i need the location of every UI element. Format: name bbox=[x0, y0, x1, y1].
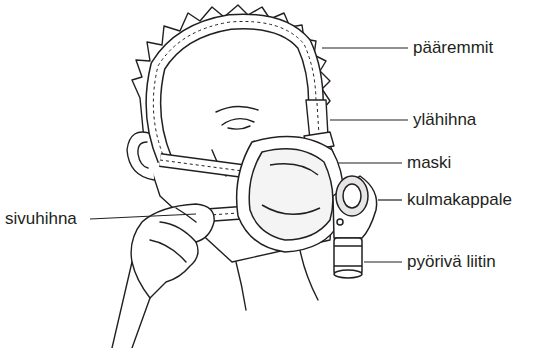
elbow-port bbox=[337, 219, 343, 225]
swivel-ridge bbox=[334, 246, 362, 266]
strap-stitching bbox=[317, 103, 319, 135]
neck-line bbox=[236, 262, 246, 310]
mask-rib bbox=[270, 164, 318, 175]
mask-rib bbox=[262, 205, 320, 214]
leader-line bbox=[338, 162, 402, 163]
finger-line bbox=[150, 240, 186, 262]
leader-line bbox=[378, 199, 402, 200]
elbow-ring-inner bbox=[343, 184, 361, 208]
arm-line bbox=[112, 262, 150, 348]
part-label: kulmakappale bbox=[406, 190, 513, 210]
part-label: maski bbox=[406, 153, 452, 173]
mask-cushion bbox=[237, 137, 344, 252]
part-label: pääremmit bbox=[412, 38, 494, 58]
part-label: ylähihna bbox=[412, 110, 477, 130]
neck-line bbox=[300, 250, 318, 300]
side-strap-face bbox=[160, 160, 250, 172]
side-strap bbox=[160, 160, 250, 172]
leader-line bbox=[330, 119, 408, 120]
leader-line bbox=[90, 214, 196, 219]
leader-line bbox=[322, 47, 408, 48]
leader-line bbox=[364, 261, 402, 262]
elbow-ring bbox=[336, 176, 368, 216]
elbow-body bbox=[333, 176, 377, 238]
eye bbox=[222, 119, 254, 125]
mask-shell bbox=[249, 149, 333, 240]
hand bbox=[131, 204, 214, 298]
ear-inner bbox=[138, 142, 148, 168]
eye bbox=[228, 126, 250, 129]
swivel-connector bbox=[334, 238, 362, 274]
strap-stitching bbox=[160, 160, 250, 172]
swivel-opening bbox=[334, 270, 362, 278]
part-label: sivuhihna bbox=[4, 209, 78, 229]
finger-line bbox=[160, 222, 196, 242]
part-label: pyörivä liitin bbox=[406, 252, 497, 272]
eyebrow bbox=[216, 106, 258, 112]
